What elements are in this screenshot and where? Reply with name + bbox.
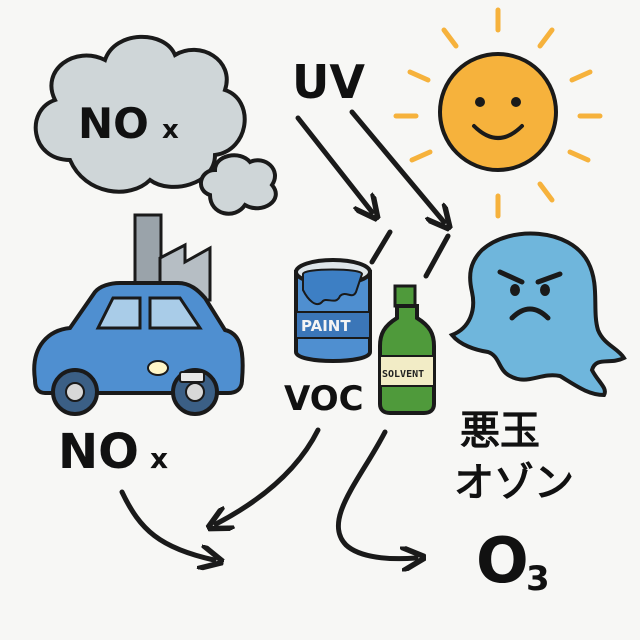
uv-arrows (295, 109, 448, 279)
car-nox-subscript: x (150, 442, 168, 475)
solvent-label: SOLVENT (382, 369, 424, 380)
sun-icon (393, 7, 603, 219)
solvent-bottle-icon: SOLVENT (378, 284, 436, 415)
paint-label: PAINT (301, 317, 351, 335)
car-nox-label: NO (58, 424, 139, 480)
paint-can-icon: PAINT (294, 258, 372, 363)
car-icon (32, 281, 245, 416)
ozone-ghost-icon (448, 231, 627, 398)
cloud-nox-label: NO (78, 99, 149, 148)
uv-label: UV (292, 55, 365, 109)
bad-ozone-line1: 悪玉 (460, 408, 540, 454)
smog-cloud-icon: NO x (33, 34, 278, 216)
cloud-nox-subscript: x (162, 115, 179, 145)
reaction-arrows (119, 427, 416, 560)
voc-label: VOC (284, 379, 364, 419)
o3-label: O (476, 524, 529, 597)
o3-subscript: 3 (526, 559, 550, 599)
bad-ozone-line2: オゾン (454, 460, 574, 506)
